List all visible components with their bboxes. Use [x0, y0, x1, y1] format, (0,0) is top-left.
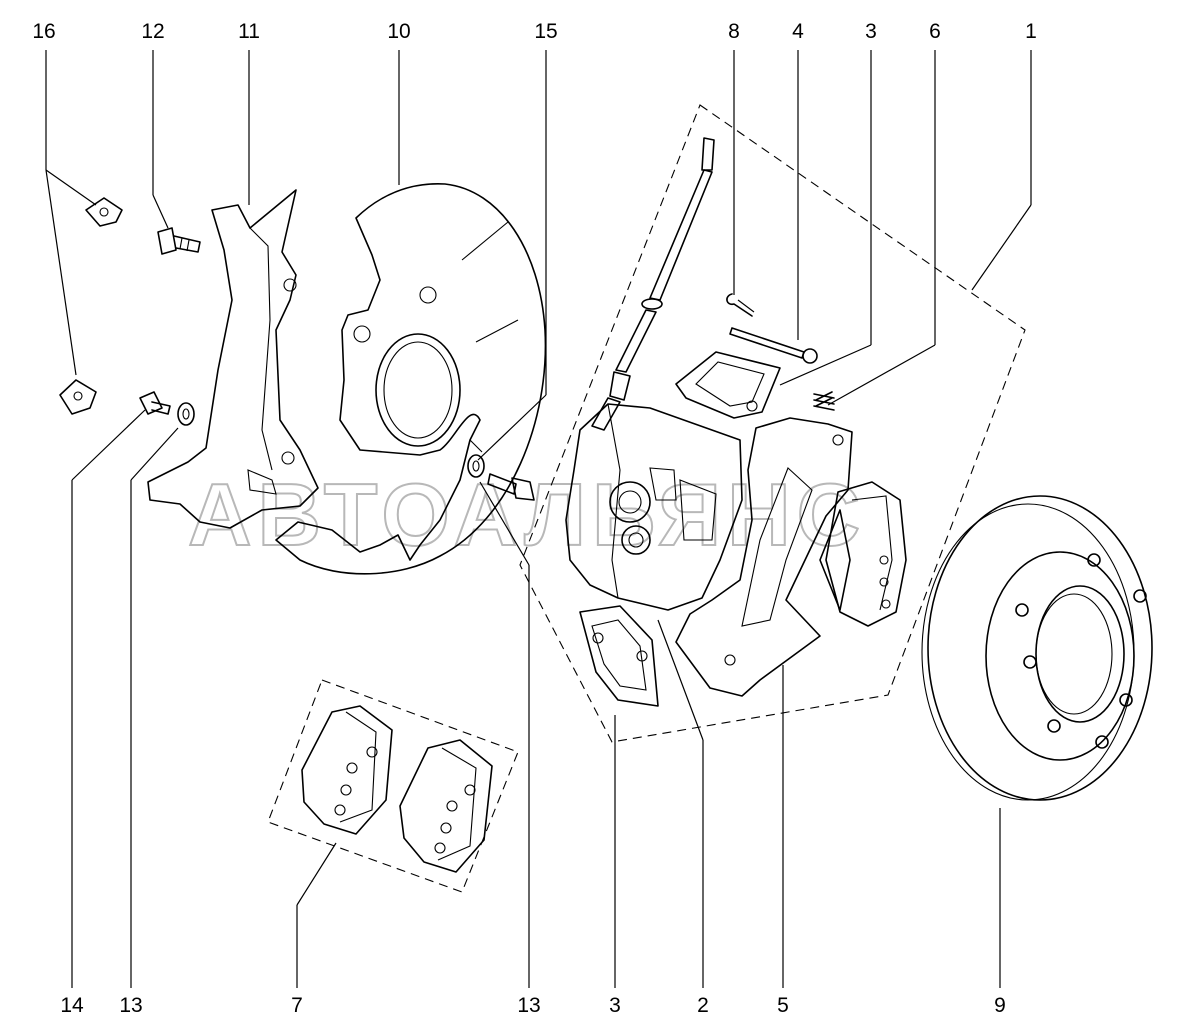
brake-pads-kit-1: [819, 481, 907, 627]
callout-12: 12: [141, 20, 164, 43]
lock-plate-upper: [85, 197, 123, 227]
anti-rattle-plate-upper: [675, 351, 781, 419]
callout-1: 1: [1025, 20, 1037, 43]
callout-16: 16: [32, 20, 55, 43]
bracket-11: [147, 189, 319, 529]
callout-14: 14: [60, 994, 84, 1017]
callout-9: 9: [994, 994, 1006, 1017]
washer-15: [467, 454, 485, 478]
callout-13-right: 13: [517, 994, 540, 1017]
callout-11: 11: [238, 20, 260, 43]
lock-plate-lower: [59, 379, 97, 415]
leader-lines: [45, 50, 1032, 988]
splash-shield-10: [275, 183, 547, 575]
anti-rattle-plate-lower: [579, 605, 659, 707]
callout-3-top: 3: [865, 20, 877, 43]
washer-13-left: [177, 402, 195, 426]
guide-pin-4: [729, 327, 818, 364]
callout-6: 6: [929, 20, 941, 43]
carrier-bracket-5: [675, 417, 853, 697]
caliper-body-2: [565, 403, 743, 611]
brake-disc-9: [921, 495, 1153, 801]
pad-kit-boundary: [267, 679, 519, 893]
pad-kit-7-left: [301, 705, 393, 835]
callout-8: 8: [728, 20, 740, 43]
spring-6: [813, 391, 835, 411]
callout-10: 10: [387, 20, 410, 43]
callout-4: 4: [792, 20, 804, 43]
callout-7: 7: [291, 994, 303, 1017]
bolt-12: [157, 227, 201, 255]
callout-5: 5: [777, 994, 789, 1017]
watermark-text: АВТОАЛЬЯНС: [188, 465, 866, 564]
callout-13-left: 13: [119, 994, 142, 1017]
bolt-13-right: [487, 473, 535, 501]
bleed-screw-14: [139, 391, 171, 415]
callout-2: 2: [697, 994, 709, 1017]
callout-3-bottom: 3: [609, 994, 621, 1017]
callout-15: 15: [534, 20, 557, 43]
pad-kit-7-right: [399, 739, 493, 873]
brake-hose: [591, 137, 715, 431]
split-pin-8: [726, 293, 755, 317]
